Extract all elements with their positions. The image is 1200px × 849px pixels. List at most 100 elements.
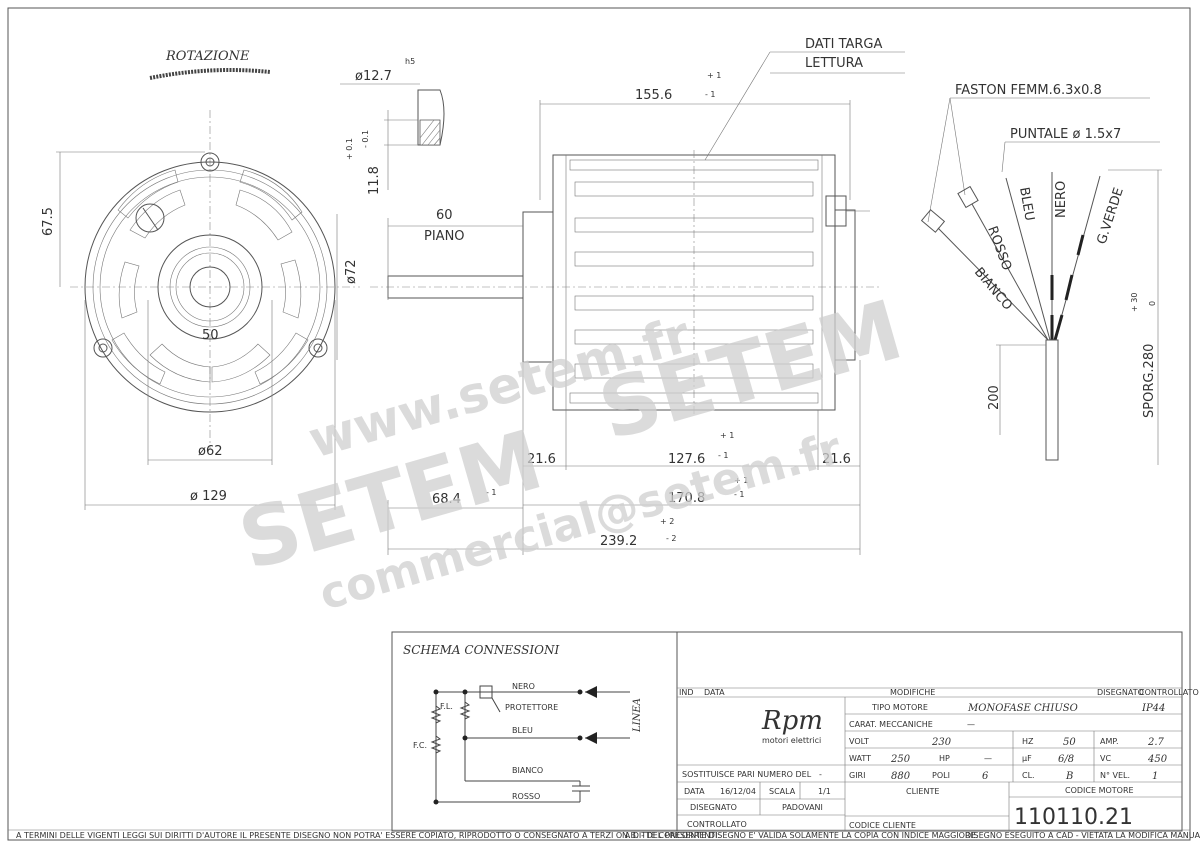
nameplate-label: DATI TARGA	[805, 37, 883, 52]
schema-title: SCHEMA CONNESSIONI	[403, 643, 559, 657]
dim-50: 50	[202, 328, 219, 343]
hz-value: 50	[1063, 737, 1076, 748]
svg-text:WATT: WATT	[849, 754, 871, 763]
watermark-brand-2: SETEM	[589, 283, 912, 459]
schema-label-fc: F.C.	[413, 741, 427, 750]
dim-239-2: 239.2	[600, 534, 637, 549]
wire-label-bianco: BIANCO	[971, 265, 1015, 313]
svg-text:—: —	[967, 720, 975, 729]
svg-text:CARAT. MECCANICHE: CARAT. MECCANICHE	[849, 720, 933, 729]
schema-label-fl: F.L.	[440, 702, 453, 711]
svg-text:HP: HP	[939, 754, 950, 763]
volt-value: 230	[931, 737, 952, 748]
dim-67-5: 67.5	[41, 207, 56, 236]
drawing-scale: 1/1	[818, 787, 831, 796]
svg-text:- 1: - 1	[486, 488, 497, 497]
dim-11-8: 11.8	[367, 166, 382, 195]
class-value: B	[1065, 771, 1073, 782]
svg-text:GIRI: GIRI	[849, 771, 865, 780]
earth-wire	[1053, 234, 1085, 341]
schema-label-rosso: ROSSO	[512, 792, 540, 801]
schema-label-bianco: BIANCO	[512, 766, 543, 775]
svg-text:MODIFICHE: MODIFICHE	[890, 688, 935, 697]
uf-value: 6/8	[1058, 754, 1074, 765]
dim-h5: h5	[405, 57, 415, 66]
faston-label: FASTON FEMM.6.3x0.8	[955, 83, 1102, 98]
svg-text:+ 1: + 1	[707, 71, 721, 80]
svg-text:DISEGNATO: DISEGNATO	[1097, 688, 1144, 697]
rotation-arrow	[149, 68, 271, 80]
wire-label-g-verde: G.VERDE	[1095, 186, 1127, 246]
svg-text:CONTROLLATO: CONTROLLATO	[1139, 688, 1199, 697]
footer-note: N.B. - DEL PRESENTE DISEGNO E' VALIDA SO…	[622, 831, 978, 840]
svg-text:VOLT: VOLT	[849, 737, 869, 746]
schema-label-nero: NERO	[512, 682, 535, 691]
dim-21-6-right: 21.6	[822, 452, 851, 467]
ip-rating: IP44	[1141, 703, 1165, 714]
side-view: + 1 155.6 - 1 60 PIANO 21.6 + 1 127.6 - …	[370, 37, 905, 555]
svg-text:N° VEL.: N° VEL.	[1100, 771, 1130, 780]
wire-label-nero: NERO	[1054, 181, 1069, 218]
rpm-logo: Rpm	[761, 706, 823, 736]
nameplate-reading-label: LETTURA	[805, 56, 863, 71]
svg-text:POLI: POLI	[932, 771, 950, 780]
title-block: IND DATA MODIFICHE DISEGNATO CONTROLLATO…	[676, 631, 1199, 832]
svg-text:DATA: DATA	[684, 787, 705, 796]
connection-schema: SCHEMA CONNESSIONI NERO PROTETTORE	[391, 631, 678, 832]
cable-exit	[825, 195, 847, 227]
drawing-date: 16/12/04	[720, 787, 756, 796]
svg-text:—: —	[984, 754, 992, 763]
footer-copyright: A TERMINI DELLE VIGENTI LEGGI SUI DIRITT…	[16, 831, 720, 840]
front-view: ROTAZIONE	[41, 49, 360, 510]
dim-127-6: 127.6	[668, 452, 705, 467]
svg-text:AMP.: AMP.	[1100, 737, 1119, 746]
watermark: www.setem.fr SETEM SETEM commercial@sete…	[229, 283, 912, 621]
dim-d72: ø72	[344, 260, 359, 285]
poli-value: 6	[982, 771, 989, 782]
svg-text:CODICE CLIENTE: CODICE CLIENTE	[849, 821, 916, 830]
schema-label-protettore: PROTETTORE	[505, 703, 558, 712]
svg-text:+ 1: + 1	[734, 476, 748, 485]
motor-type: MONOFASE CHIUSO	[967, 703, 1078, 714]
svg-text:- 1: - 1	[734, 490, 745, 499]
schema-label-linea: LINEA	[632, 698, 643, 733]
dim-d129: ø 129	[190, 489, 227, 504]
svg-text:DISEGNATO: DISEGNATO	[690, 803, 737, 812]
dim-200: 200	[987, 385, 1002, 410]
drawn-by: PADOVANI	[782, 803, 823, 812]
dim-d12-7: ø12.7	[355, 69, 392, 84]
rpm-logo-subtitle: motori elettrici	[762, 736, 821, 745]
puntale-label: PUNTALE ø 1.5x7	[1010, 127, 1121, 142]
wire-detail: FASTON FEMM.6.3x0.8 PUNTALE ø 1.5x7 BIAN…	[920, 83, 1162, 465]
rotation-label: ROTAZIONE	[165, 49, 250, 64]
svg-text:- 1: - 1	[718, 451, 729, 460]
shaft-detail: h5 ø12.7 + 0.1 - 0.1 11.8	[340, 57, 445, 195]
speeds-value: 1	[1152, 771, 1158, 782]
dim-sporg-280: SPORG.280	[1142, 344, 1157, 418]
dim-155-6: 155.6	[635, 88, 672, 103]
drawing-border	[7, 7, 1191, 841]
svg-text:- 0.1: - 0.1	[361, 130, 370, 148]
vc-value: 450	[1147, 754, 1168, 765]
svg-text:SCALA: SCALA	[769, 787, 796, 796]
svg-text:µF: µF	[1022, 754, 1032, 763]
wire-label-rosso: ROSSO	[984, 224, 1014, 272]
cable-gland	[135, 203, 165, 233]
svg-text:DATA: DATA	[704, 688, 725, 697]
motor-outer-ring	[84, 161, 336, 413]
wire-bundle	[937, 172, 1101, 341]
svg-text:+ 2: + 2	[660, 517, 674, 526]
svg-text:- 1: - 1	[705, 90, 716, 99]
svg-text:VC: VC	[1100, 754, 1111, 763]
watt-value: 250	[890, 754, 911, 765]
amp-value: 2.7	[1147, 737, 1165, 748]
wire-label-bleu: BLEU	[1016, 186, 1037, 222]
dim-170-8: 170.8	[668, 491, 705, 506]
dim-60: 60	[436, 208, 453, 223]
svg-text:+ 0.1: + 0.1	[345, 138, 354, 160]
footer-cad: DISEGNO ESEGUITO A CAD - VIETATA LA MODI…	[965, 831, 1200, 840]
svg-text:CODICE MOTORE: CODICE MOTORE	[1065, 786, 1134, 795]
svg-text:CLIENTE: CLIENTE	[906, 787, 939, 796]
motor-hub	[157, 234, 263, 340]
svg-text:+ 30: + 30	[1130, 293, 1139, 312]
